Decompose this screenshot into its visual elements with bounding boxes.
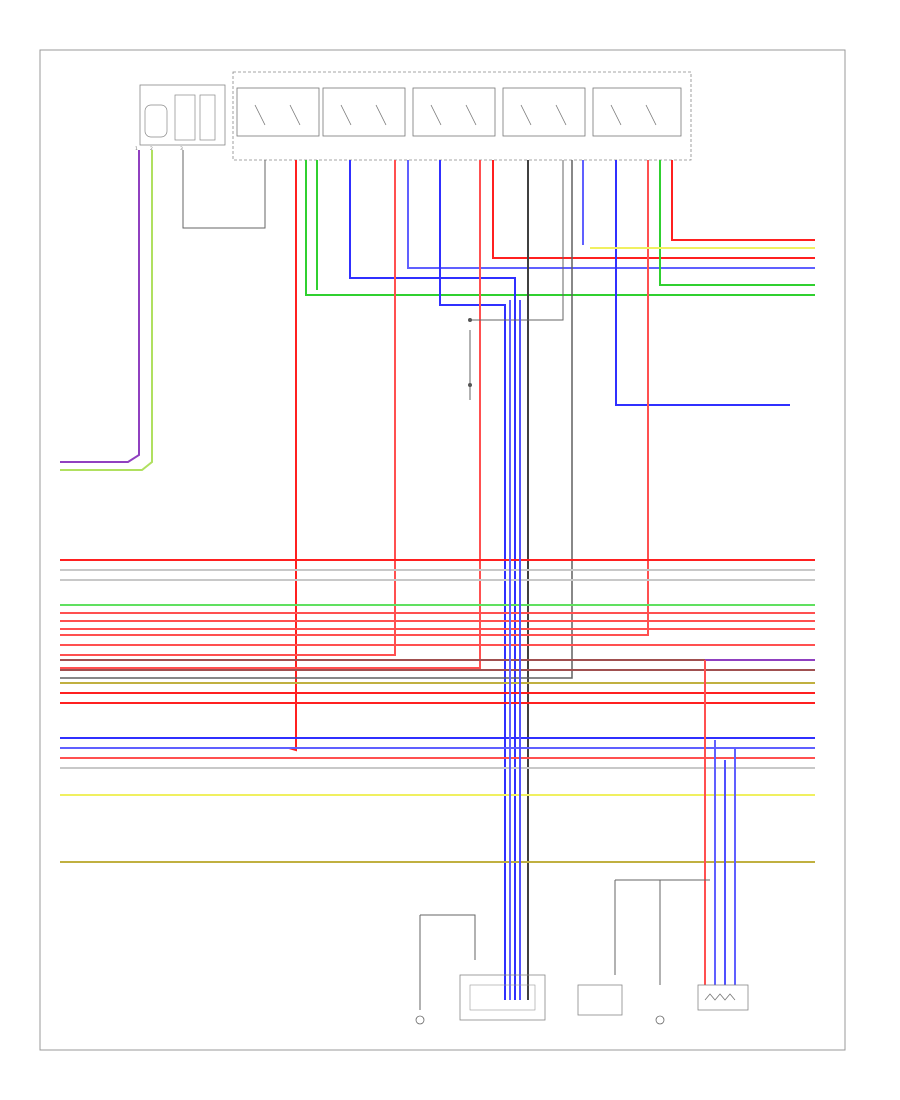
wire-red-3 [60,160,481,669]
bottom-component-2 [459,974,546,1021]
wire-dark-4b [60,160,573,679]
bottom-component-4 [655,1015,665,1025]
wire-lightgreen [60,150,153,471]
diagram-border [39,49,846,1051]
relay-1 [236,87,320,137]
bottom-component-1 [415,1015,425,1025]
wire-green-5 [659,160,815,286]
wire-gray-4 [470,160,564,321]
relay-3 [412,87,496,137]
bottom-vertical-wires [419,300,815,1010]
wire-blue-2b [407,160,815,269]
top-vertical-wires [60,150,815,1000]
wire-red-3b [492,160,815,259]
wire-red-5 [60,160,649,636]
wire-gray-loop [182,150,266,229]
wire-red-1 [60,160,297,752]
wire-blue-2 [349,160,516,1000]
bus-wires [60,559,815,863]
wire-blue-3 [439,160,506,1000]
control-module [232,71,692,161]
svg-text:2: 2 [150,146,153,152]
svg-text:1: 1 [135,146,138,152]
bottom-component-3 [577,984,623,1016]
left-connector: 1 2 3 [135,84,226,152]
svg-text:3: 3 [180,146,183,152]
wire-purple [60,150,140,463]
relay-4 [502,87,586,137]
wire-red-5b [671,160,815,241]
relay-5 [592,87,682,137]
wire-blue-5 [615,160,790,406]
bottom-component-5 [697,984,749,1011]
center-splice [468,318,472,400]
wire-red-2 [60,160,396,656]
relay-2 [322,87,406,137]
wire-green-1 [305,160,815,296]
